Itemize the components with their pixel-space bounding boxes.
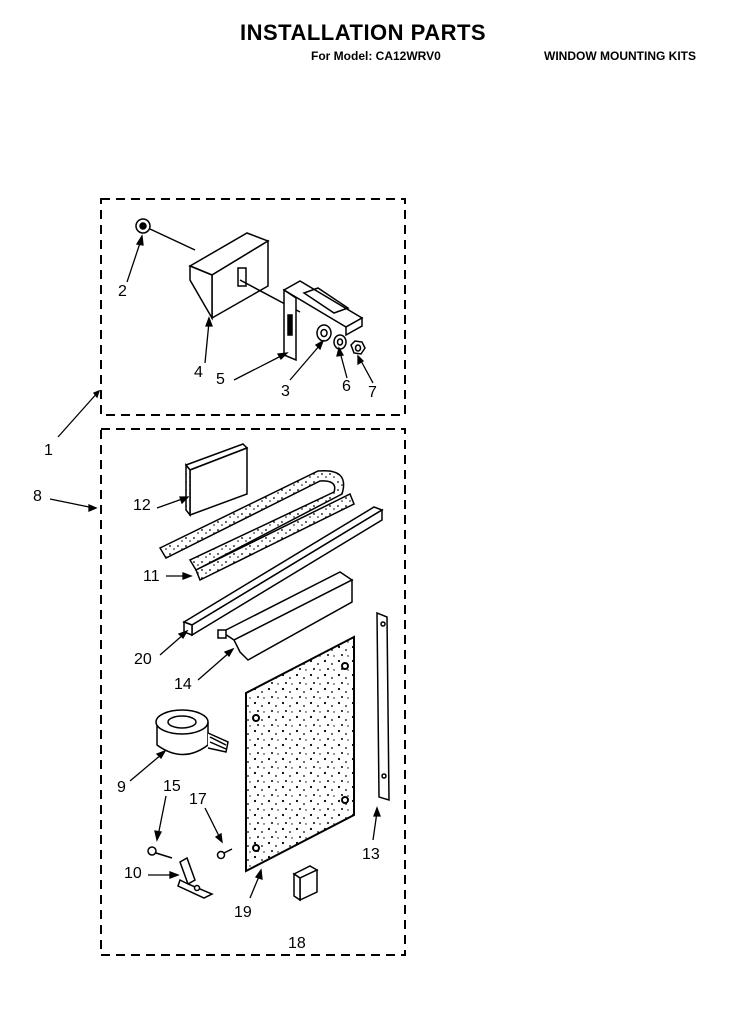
callout-13: 13 xyxy=(362,846,380,863)
part-12-seal xyxy=(184,443,249,518)
callout-1: 1 xyxy=(44,442,53,459)
part-18-block xyxy=(292,865,319,902)
callout-10: 10 xyxy=(124,865,142,882)
callout-7: 7 xyxy=(368,384,377,401)
callout-3: 3 xyxy=(281,383,290,400)
section-title: WINDOW MOUNTING KITS xyxy=(544,49,696,63)
part-5-angle-bracket xyxy=(282,280,364,362)
kit-8-box xyxy=(100,428,406,956)
callout-6: 6 xyxy=(342,378,351,395)
callout-18: 18 xyxy=(288,935,306,952)
callout-14: 14 xyxy=(174,676,192,693)
callout-20: 20 xyxy=(134,651,152,668)
callout-17: 17 xyxy=(189,791,207,808)
part-6-lockwasher xyxy=(333,334,347,350)
part-13-side-strip xyxy=(376,611,390,802)
part-14-rail xyxy=(217,571,354,661)
callout-5: 5 xyxy=(216,371,225,388)
part-9-tape-roll xyxy=(155,709,229,756)
part-4-bracket xyxy=(188,232,301,321)
page-title: INSTALLATION PARTS xyxy=(240,20,487,45)
callout-12: 12 xyxy=(133,497,151,514)
callout-19: 19 xyxy=(234,904,252,921)
callout-11: 11 xyxy=(143,568,160,585)
part-2-screw xyxy=(135,218,196,251)
callout-9: 9 xyxy=(117,779,126,796)
callout-8: 8 xyxy=(33,488,42,505)
callout-15: 15 xyxy=(163,778,181,795)
part-19-panel xyxy=(245,635,355,873)
part-10-l-bracket xyxy=(177,856,214,899)
part-11-foam-seal xyxy=(158,469,355,582)
kit-1-box xyxy=(100,198,406,416)
part-15-screw xyxy=(147,846,173,859)
part-20-channel xyxy=(182,506,384,637)
part-17-screw xyxy=(216,848,233,860)
part-3-washer xyxy=(316,324,332,342)
leader-lines xyxy=(49,234,381,899)
model-line: For Model: CA12WRV0 xyxy=(311,49,441,63)
callout-4: 4 xyxy=(194,364,203,381)
part-7-nut xyxy=(350,340,366,355)
callout-2: 2 xyxy=(118,283,127,300)
